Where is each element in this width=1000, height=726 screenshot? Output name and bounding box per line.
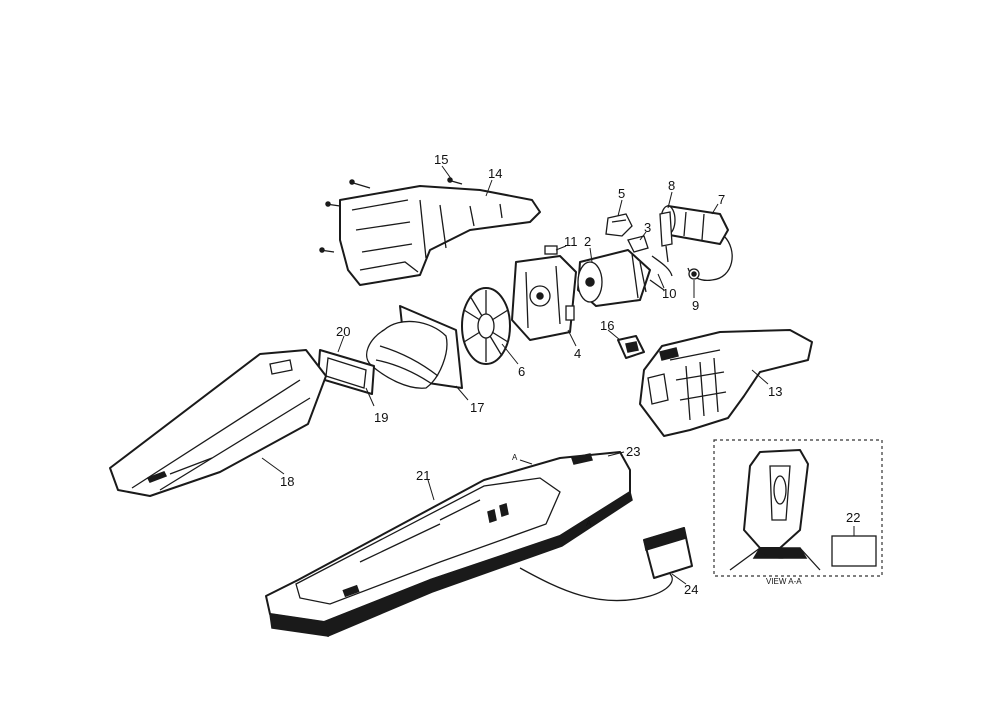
label-7: 7 — [718, 192, 725, 207]
label-24: 24 — [684, 582, 698, 597]
label-21: 21 — [416, 468, 430, 483]
filter-part-17 — [366, 305, 463, 389]
switch-part-8 — [659, 211, 673, 263]
detail-view-a-a — [713, 439, 883, 577]
detail-view-caption: VIEW A-A — [766, 577, 802, 586]
connector-part-9 — [688, 268, 700, 280]
charger-adapter-part-24 — [519, 527, 693, 602]
label-15: 15 — [434, 152, 448, 167]
label-8: 8 — [668, 178, 675, 193]
charging-base-part-21 — [265, 451, 633, 638]
label-4: 4 — [574, 346, 581, 361]
filter-frame-part-20 — [317, 349, 375, 395]
label-23: 23 — [626, 444, 640, 459]
screws-part-15 — [319, 177, 463, 253]
motor-part-2 — [577, 249, 665, 307]
lower-housing-part-13 — [639, 329, 813, 437]
wire-part-10 — [651, 255, 673, 277]
label-13: 13 — [768, 384, 782, 399]
label-18: 18 — [280, 474, 294, 489]
label-19: 19 — [374, 410, 388, 425]
label-9: 9 — [692, 298, 699, 313]
motor-bracket-part-4 — [511, 255, 577, 341]
callout-labels: 15 14 5 8 7 11 2 3 10 9 4 16 6 13 17 20 … — [280, 152, 860, 597]
terminal-part-11 — [544, 245, 558, 255]
label-5: 5 — [618, 186, 625, 201]
label-11: 11 — [564, 234, 578, 249]
switch-button-part-16 — [617, 335, 645, 359]
label-6: 6 — [518, 364, 525, 379]
label-2: 2 — [584, 234, 591, 249]
label-16: 16 — [600, 318, 614, 333]
dust-bowl-part-18 — [109, 349, 327, 497]
section-marker-a-top: A — [512, 453, 518, 462]
label-3: 3 — [644, 220, 651, 235]
terminal-clip-part-5 — [605, 213, 633, 237]
label-17: 17 — [470, 400, 484, 415]
terminal-part-3 — [627, 235, 649, 253]
label-20: 20 — [336, 324, 350, 339]
fan-impeller-part-6 — [461, 287, 511, 365]
label-14: 14 — [488, 166, 502, 181]
label-10: 10 — [662, 286, 676, 301]
leader-lines — [261, 165, 855, 585]
section-marker-a-bottom: A — [586, 519, 592, 528]
label-22: 22 — [846, 510, 860, 525]
upper-housing-part-14 — [339, 185, 541, 286]
